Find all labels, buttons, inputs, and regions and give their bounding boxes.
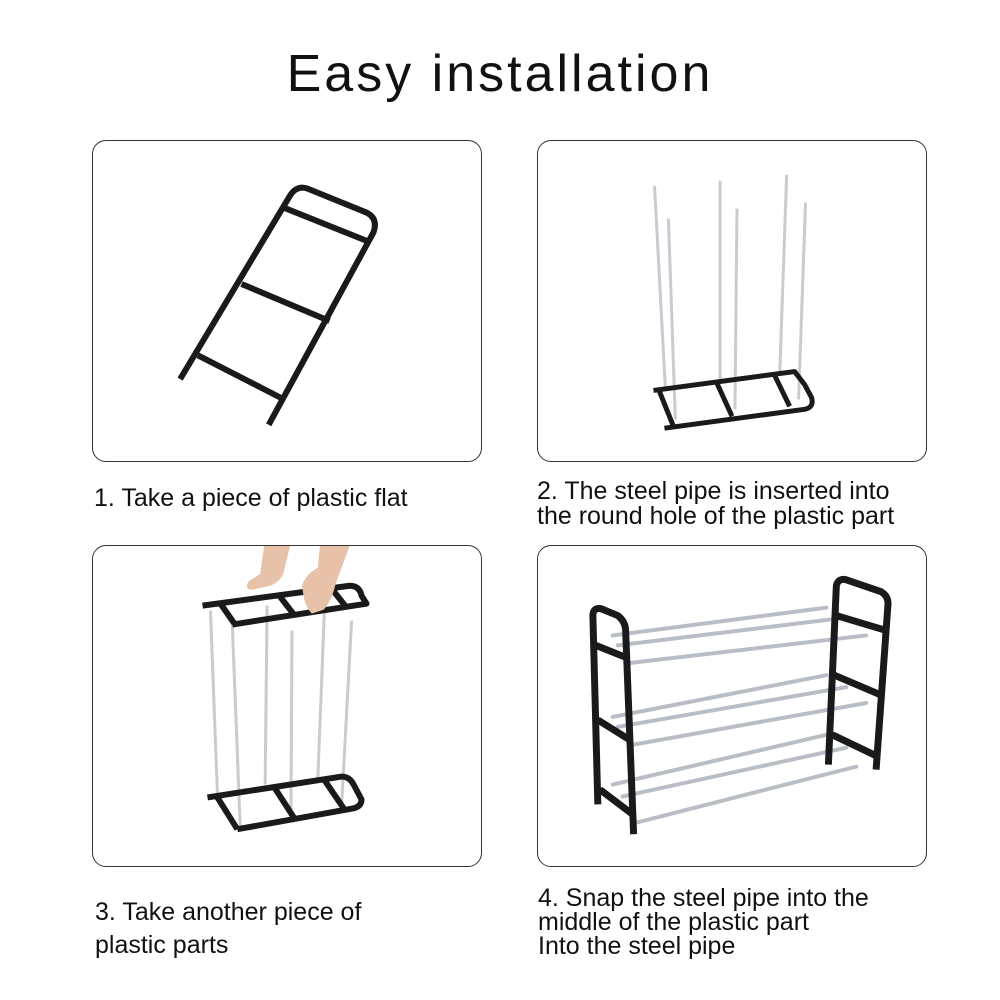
step-4-caption: 4. Snap the steel pipe into the middle o…	[538, 884, 869, 960]
step-3-image-panel	[92, 545, 482, 867]
step-4-image-panel	[537, 545, 927, 867]
step-3-caption: 3. Take another piece of plastic parts	[95, 898, 362, 959]
step-2-image-panel	[537, 140, 927, 462]
hands-icon	[246, 546, 350, 614]
plastic-frame-illustration	[177, 184, 378, 427]
step-1-image-panel	[92, 140, 482, 462]
pipes-in-base-illustration	[652, 174, 815, 431]
hands-placing-top-frame-illustration	[202, 546, 370, 833]
assembled-shoe-rack-illustration	[589, 575, 892, 835]
step-1-caption: 1. Take a piece of plastic flat	[94, 484, 408, 512]
page-title: Easy installation	[286, 45, 714, 103]
step-2-caption: 2. The steel pipe is inserted into the r…	[537, 477, 895, 530]
